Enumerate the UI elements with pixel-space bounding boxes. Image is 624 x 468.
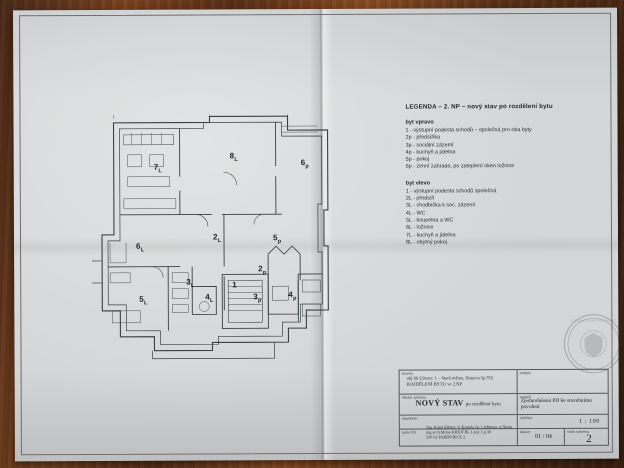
room-label: 5p (272, 233, 282, 245)
room-label: 1 (232, 280, 237, 290)
autor-cell: autor PD ing.arch.Milan KREJČÍK, Lány č.… (399, 429, 518, 447)
autor-line2: 530 02 PARDUBICE 2 (426, 434, 466, 440)
room-label: 6p (300, 158, 309, 170)
autor-value: ing.arch.Milan KREJČÍK, Lány č.p.30 530 … (420, 429, 493, 441)
title-block-row-obsah: obsah výkresu NOVÝ STAV po rozdělení byt… (399, 393, 608, 416)
autor-line1: ing.arch.Milan KREJČÍK, Lány č.p.30 (426, 429, 491, 435)
stavebnik-label: stavebník : (401, 416, 420, 421)
legend-item: 6p - zimní zahrada, po zateplení oken lo… (405, 163, 515, 171)
meritko-cell: měřítko 1 : 100 (518, 415, 608, 428)
room-label: 2L (212, 232, 222, 245)
room-label: 7L (153, 162, 162, 175)
legend-item: 8L - obytný pokoj (406, 239, 447, 246)
legend-list-right: 1 - výstupní podesta schodů – společná p… (406, 127, 606, 172)
legend-list-left: 1 - výstupní podesta schodů společná 2L … (406, 188, 606, 247)
svg-text:AUTORIZOVANÝ ARCHITEKT: AUTORIZOVANÝ ARCHITEKT (570, 319, 616, 323)
podpis-label: podpis (519, 371, 531, 376)
obsah-value-suffix: po rozdělení bytu (465, 402, 501, 408)
room-label: 3p (253, 292, 262, 304)
stavba-cell: stavba obj 60 Liberec 1 – Staré město, H… (399, 370, 518, 394)
room-label: 6L (136, 241, 145, 254)
title-block-row-stavba: stavba obj 60 Liberec 1 – Staré město, H… (399, 369, 608, 395)
title-block-row-stavebnik: stavebník : Ing. Karel Elkner, U Kostela… (399, 414, 608, 430)
autor-label: autor PD (401, 430, 417, 435)
obsah-cell: obsah výkresu NOVÝ STAV po rozdělení byt… (399, 394, 518, 415)
legend-group-heading-left: byt vlevo (405, 180, 431, 187)
room-label: 4p (288, 290, 297, 302)
floor-plan-vector (91, 114, 329, 360)
stupen-line2: povolení (520, 404, 540, 411)
floor-plan-drawing: 7L 8L 6p 2L 5p 6L 5L 3L 4L 1 2p 3p 4p (91, 114, 332, 360)
room-label: 2p (258, 264, 267, 276)
cislo-value: 2 (586, 432, 592, 445)
title-block-row-autor: autor PD ing.arch.Milan KREJČÍK, Lány č.… (399, 428, 608, 447)
stavebnik-cell: stavebník : Ing. Karel Elkner, U Kostela… (399, 415, 518, 430)
datum-value: 01 / 04 (535, 433, 552, 441)
legend-title: LEGENDA – 2. NP – nový stav po rozdělení… (405, 102, 553, 111)
room-label: 4L (205, 292, 214, 305)
cislo-vykresu-cell: číslo výkresu 2 (565, 429, 608, 446)
legend-group-heading-right: byt vpravo (405, 119, 434, 126)
stavba-line2: ROZDĚLENÍ BYTU ve 2.NP (406, 381, 463, 388)
room-label: 3L (186, 277, 195, 290)
stupen-cell: stupeň Zjednodušená PD ke stavebnímu pov… (518, 394, 608, 414)
datum-cislo-cell: datum 01 / 04 číslo výkresu 2 (517, 428, 608, 447)
meritko-value: 1 : 100 (578, 418, 600, 425)
obsah-value: NOVÝ STAV po rozdělení bytu (400, 398, 517, 410)
room-label: 8L (229, 151, 238, 163)
official-round-stamp: AUTORIZOVANÝ ARCHITEKT ČESKÁ KOMORA (562, 313, 619, 375)
obsah-value-main: NOVÝ STAV (415, 398, 464, 408)
paper-sheet: 7L 8L 6p 2L 5p 6L 5L 3L 4L 1 2p 3p 4p LE… (13, 7, 619, 462)
title-block: stavba obj 60 Liberec 1 – Staré město, H… (398, 368, 609, 447)
datum-cell: datum 01 / 04 (517, 428, 566, 447)
podpis-cell: podpis (518, 370, 608, 393)
legend-block: LEGENDA – 2. NP – nový stav po rozdělení… (405, 103, 606, 256)
svg-text:ČESKÁ KOMORA: ČESKÁ KOMORA (580, 367, 608, 372)
room-label: 5L (139, 294, 148, 307)
